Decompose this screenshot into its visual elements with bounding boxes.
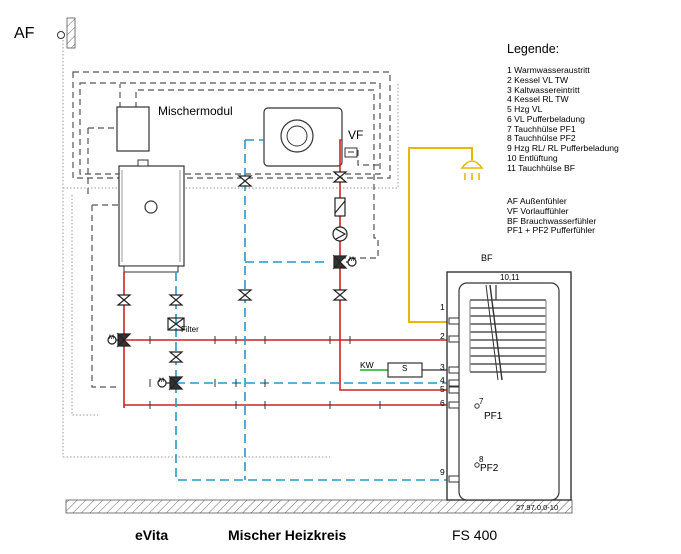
abbreviation-item: PF1 + PF2 Pufferfühler — [507, 225, 595, 236]
outdoor-sensor-label: AF — [14, 25, 35, 42]
port-number-6: 6 — [440, 398, 445, 408]
mixing-valve-icon — [332, 254, 357, 270]
pump-icon — [332, 226, 348, 242]
tank-sensor-label: BF — [481, 253, 493, 263]
port-label-10-11: 10,11 — [500, 273, 520, 282]
port-label-7: 7 — [479, 397, 484, 406]
valve-icon — [168, 351, 184, 363]
shower-icon — [460, 160, 484, 180]
abbreviation-list: AF Außenfühler VF Vorlauffühler BF Brauc… — [507, 196, 597, 236]
actuator-label: M — [109, 335, 114, 341]
return-pipes — [175, 139, 471, 481]
outdoor-sensor-icon — [57, 17, 76, 49]
boiler-evita — [118, 159, 185, 273]
flow-sensor-label: VF — [348, 128, 364, 142]
legend-item: 7 Tauchhülse PF1 — [507, 123, 576, 134]
abbreviation-item: BF Brauchwasserfühler — [507, 215, 597, 226]
tank-caption: FS 400 — [452, 527, 498, 543]
circuit-caption: Mischer Heizkreis — [228, 527, 347, 543]
actuator-label: M — [159, 378, 164, 384]
port-label-8: 8 — [479, 455, 484, 464]
puffer-sensor-1-label: PF1 — [484, 411, 503, 422]
port-number-2: 2 — [440, 331, 445, 341]
mixing-valve-icon — [107, 332, 132, 348]
floor-hatch — [65, 499, 573, 514]
actuator-label: M — [349, 257, 354, 263]
port-number-1: 1 — [440, 302, 445, 312]
control-cables — [72, 71, 391, 388]
heating-flow-line — [339, 139, 342, 170]
legend-item: 3 Kaltwassereintritt — [507, 84, 580, 95]
legend-item: 9 Hzg RL/ RL Pufferbeladung — [507, 143, 619, 153]
port-number-3: 3 — [440, 362, 445, 372]
filter-icon — [167, 317, 185, 331]
filter-label: Filter — [181, 325, 199, 334]
legend-item: 8 Tauchhülse PF2 — [507, 133, 576, 144]
mischermodul-label: Mischermodul — [158, 104, 233, 118]
valves — [116, 171, 348, 363]
valve-icon — [332, 171, 348, 183]
abbreviation-item: VF Vorlauffühler — [507, 205, 569, 216]
valve-icon — [237, 175, 253, 187]
puffer-sensor-2-label: PF2 — [480, 463, 499, 474]
legend-item: 10 Entlüftung — [507, 152, 558, 163]
pipe-couplings — [149, 336, 381, 409]
port-number-5: 5 — [440, 384, 445, 394]
legend-item: 6 VL Pufferbeladung — [507, 113, 585, 124]
mixing-valve-icon — [157, 375, 184, 391]
safety-group-label: S — [402, 364, 408, 373]
legend-item: 11 Tauchhülse BF — [507, 162, 575, 173]
document-number: 27.97.0.0-10 — [516, 503, 559, 512]
device-caption: eVita — [135, 527, 169, 543]
heating-circuit-emitter — [263, 107, 343, 167]
valve-icon — [116, 294, 132, 306]
legend-list: 1 Warmwasseraustritt 2 Kessel VL TW 3 Ka… — [507, 65, 619, 173]
check-valve-icon — [334, 197, 346, 217]
mischermodul-box — [116, 106, 150, 152]
legend-item: 2 Kessel VL TW — [507, 74, 569, 85]
valve-icon — [168, 294, 184, 306]
storage-tank-fs400 — [446, 271, 572, 501]
valve-icon — [332, 289, 348, 301]
hot-water-pipe — [408, 147, 473, 323]
legend-title: Legende: — [507, 42, 560, 56]
legend-item: 1 Warmwasseraustritt — [507, 65, 590, 75]
port-number-4: 4 — [440, 375, 445, 385]
safety-group — [387, 362, 423, 378]
legend-item: 4 Kessel RL TW — [507, 94, 569, 105]
cold-water-label: KW — [360, 360, 374, 370]
port-number-9: 9 — [440, 467, 445, 477]
supply-pipes — [123, 170, 471, 408]
abbreviation-item: AF Außenfühler — [507, 196, 567, 206]
valve-icon — [237, 289, 253, 301]
sensor-cables — [62, 40, 399, 458]
legend-item: 5 Hzg VL — [507, 104, 543, 114]
